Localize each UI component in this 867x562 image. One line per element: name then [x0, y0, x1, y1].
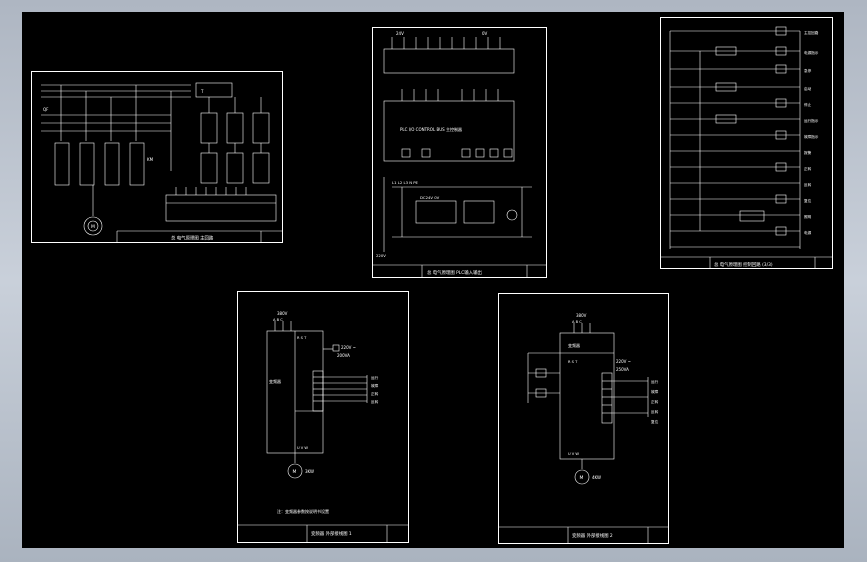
- rung-label: 停止: [804, 102, 812, 107]
- inverter-label: 变频器: [269, 378, 281, 384]
- sheet-inverter-wiring-1[interactable]: 变频器 外部接线图 1 380V A B C 变频器 R S T M 3KW U…: [237, 291, 409, 543]
- motor-label: M: [580, 475, 584, 481]
- sheet-title-block: 总 电气原理图 控制回路 (3/3): [714, 261, 773, 268]
- rung-label: 报警: [804, 150, 812, 155]
- motor-label: M: [293, 469, 297, 475]
- supply-0v-label: 0V: [482, 31, 488, 36]
- signal-label: 运行: [371, 375, 379, 380]
- output-terminals-label: U V W: [568, 452, 579, 456]
- signal-label: 正转: [371, 391, 379, 396]
- contactor-label: KM: [147, 157, 154, 162]
- rung-label: 急停: [804, 68, 812, 73]
- signal-label: 运行: [651, 379, 659, 384]
- sheet-inverter-wiring-2[interactable]: 变频器 外部接线图 2 380V A B C 变频器 R S T M 4KW U…: [498, 293, 669, 544]
- drawing-canvas[interactable]: 总 电气原理图 主回路 M QF KM T: [22, 12, 844, 548]
- mains-label: L1 L2 L3 N PE: [392, 180, 419, 185]
- rung-label: 正转: [804, 166, 812, 171]
- sheet-title-block: 变频器 外部接线图 2: [572, 532, 613, 539]
- rung-label: 反转: [804, 182, 812, 187]
- transformer-rating-label: 250VA: [616, 367, 629, 372]
- signal-label: 反转: [651, 409, 659, 414]
- plc-label: PLC I/O CONTROL BUS 主控制器: [400, 126, 462, 132]
- control-voltage-label: 220V ~: [341, 345, 356, 350]
- sheet-title-block: 变频器 外部接线图 1: [311, 530, 352, 537]
- signal-label: 反转: [371, 399, 379, 404]
- rung-label: 复位: [804, 198, 812, 203]
- rung-label: 故障指示: [804, 134, 819, 139]
- sheet-title-block: 总 电气原理图 主回路: [171, 235, 214, 242]
- rung-label: 照明: [804, 214, 812, 219]
- output-terminals-label: U V W: [297, 446, 308, 450]
- rung-label: 启动: [804, 86, 812, 91]
- signal-label: 故障: [651, 389, 659, 394]
- motor-power-label: 4KW: [592, 475, 601, 480]
- supply-24v-label: 24V: [396, 31, 404, 36]
- signal-label: 复位: [651, 419, 659, 424]
- motor-label: M: [91, 224, 95, 230]
- phase-label: A B C: [273, 318, 283, 322]
- inverter-label: 变频器: [568, 342, 580, 348]
- rung-label: 电源指示: [804, 50, 819, 55]
- sheet-title-block: 总 电气原理图 PLC输入输出: [427, 269, 482, 276]
- input-terminals-label: R S T: [297, 336, 307, 340]
- transformer-label: T: [200, 89, 204, 94]
- rung-label: 主控回路: [804, 30, 819, 35]
- notes-text: 注：变频器参数按说明书设置: [277, 508, 329, 514]
- phase-label: A B C: [572, 320, 582, 324]
- ac-label: 220V: [376, 253, 386, 258]
- rung-label: 电源: [804, 230, 812, 235]
- sheet-plc-io[interactable]: 总 电气原理图 PLC输入输出 24V 0V PLC I/O CONTROL B…: [372, 27, 547, 278]
- control-voltage-label: 220V ~: [616, 359, 631, 364]
- sheet-control-ladder[interactable]: 总 电气原理图 控制回路 (3/3) 主控回路 电源指示 急停 启动 停止 运行…: [660, 17, 833, 269]
- signal-label: 故障: [371, 383, 379, 388]
- input-terminals-label: R S T: [568, 360, 578, 364]
- breaker-label: QF: [43, 107, 49, 112]
- sheet-power-circuit[interactable]: 总 电气原理图 主回路 M QF KM T: [31, 71, 283, 243]
- dc-label: DC24V 0V: [420, 195, 440, 200]
- transformer-rating-label: 200VA: [337, 353, 350, 358]
- supply-voltage-label: 380V: [576, 313, 587, 318]
- motor-power-label: 3KW: [305, 469, 314, 474]
- signal-label: 正转: [651, 399, 659, 404]
- supply-voltage-label: 380V: [277, 311, 288, 316]
- rung-label: 运行指示: [804, 118, 819, 123]
